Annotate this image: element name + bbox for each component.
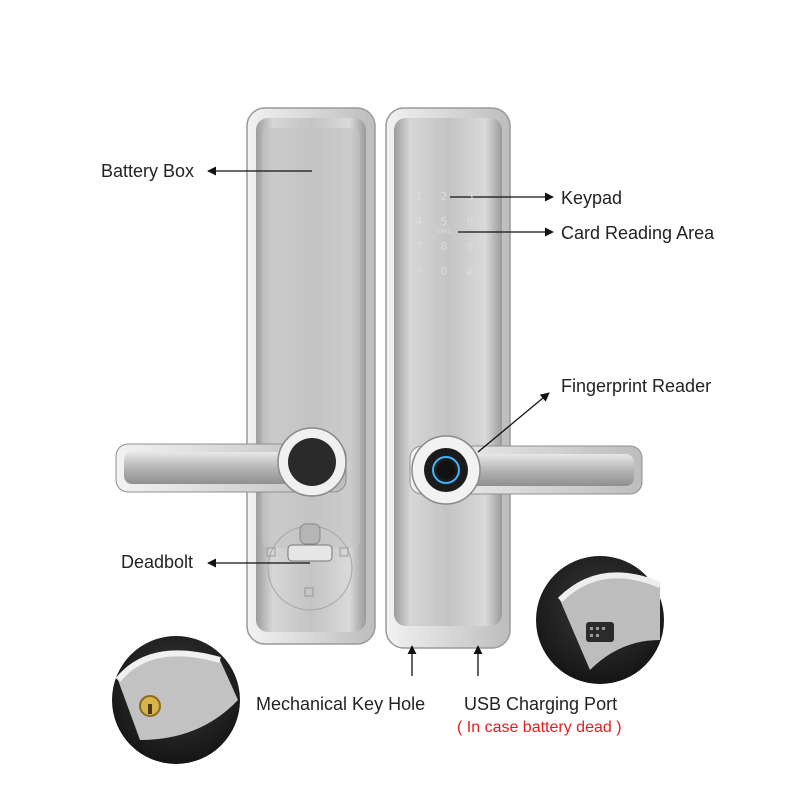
keypad-key-1: 1 xyxy=(415,190,423,203)
front-panel xyxy=(385,107,511,649)
keypad-key-0: 0 xyxy=(440,265,448,278)
pointers xyxy=(207,166,554,676)
mechanical-key-hole-label: Mechanical Key Hole xyxy=(256,694,426,714)
usb-note: ( In case battery dead ) xyxy=(457,719,622,736)
fingerprint-reader-label: Fingerprint Reader xyxy=(561,376,712,396)
deadbolt-label: Deadbolt xyxy=(121,552,194,572)
keypad-label: Keypad xyxy=(561,188,623,208)
keypad-key-8: 8 xyxy=(440,240,448,253)
battery-box-label: Battery Box xyxy=(101,161,195,181)
usb-port-zoom xyxy=(536,556,664,684)
keypad-key-7: 7 xyxy=(415,240,423,253)
card-reader-tag: CARD xyxy=(436,229,452,235)
keypad-key-3: 3 xyxy=(466,190,474,203)
keypad-key-9: 9 xyxy=(466,240,474,253)
card-reading-area-label: Card Reading Area xyxy=(561,223,715,243)
keypad-key-4: 4 xyxy=(415,215,423,228)
front-handle xyxy=(409,435,643,505)
keypad-key-2: 2 xyxy=(440,190,448,203)
keypad-key-hash: # xyxy=(465,265,475,278)
keypad-key-5: 5 xyxy=(440,215,448,228)
usb-charging-port-label: USB Charging Port xyxy=(464,694,618,714)
back-handle xyxy=(115,427,347,497)
keypad-key-6: 6 xyxy=(466,215,474,228)
keypad-key-star: * xyxy=(416,265,422,278)
key-hole-zoom xyxy=(112,636,240,764)
